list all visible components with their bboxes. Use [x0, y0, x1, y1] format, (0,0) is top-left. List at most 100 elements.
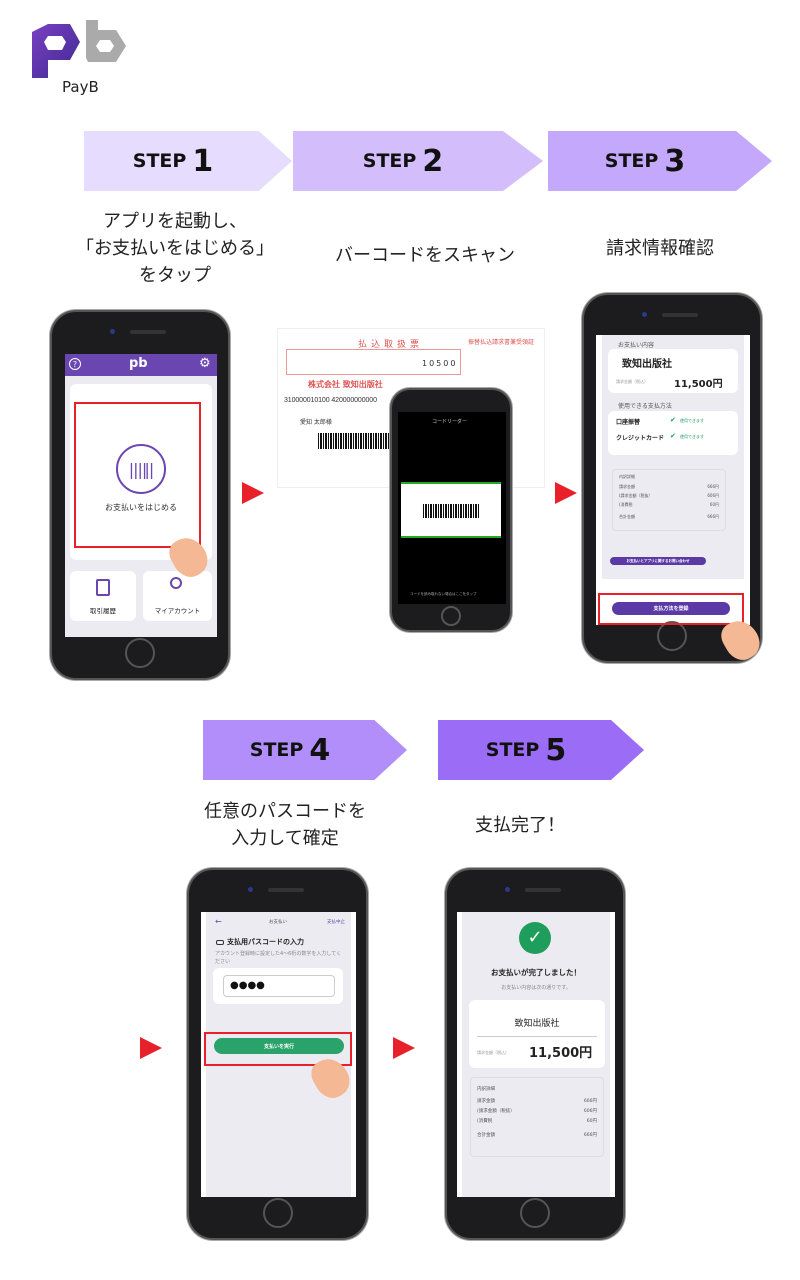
- payb-logo: PayB: [30, 18, 130, 100]
- step-2-caption: バーコードをスキャン: [335, 245, 515, 266]
- detail-key: 合計金額: [619, 514, 635, 519]
- execute-payment-button[interactable]: 支払いを実行: [214, 1038, 344, 1054]
- detail-value: 606円: [583, 1109, 597, 1114]
- detail-row: 請求金額 666円: [619, 484, 719, 490]
- barcode-scan-icon: |||‖|: [116, 444, 166, 494]
- detail-box: 内訳詳細 請求金額 666円 (請求金額（税抜） 606円 (消費税 60円 合計金額…: [612, 469, 726, 531]
- inquiry-button[interactable]: お支払いとアプリに関するお問い合わせ: [610, 557, 706, 565]
- step-number: 3: [664, 143, 686, 179]
- scanned-barcode: [423, 504, 479, 518]
- passcode-description: アカウント登録時に設定した4〜6桁の数字を入力してください: [215, 951, 342, 965]
- next-arrow-icon: [393, 1037, 415, 1059]
- payee-card: 致知出版社 請求金額（税込） 11,500円: [608, 349, 738, 393]
- payment-complete-screen: ✓ お支払いが完了しました！ お支払い内容は次の通りです。 致知出版社 請求金額…: [457, 912, 615, 1197]
- slip-company: 株式会社 致知出版社: [308, 380, 383, 389]
- reader-hint[interactable]: コードを読み取れない場合はここをタップ: [410, 592, 477, 596]
- slip-code: 310000010100 420000000000: [284, 397, 377, 404]
- divider: [477, 1036, 597, 1037]
- step-3-caption: 請求情報確認: [606, 238, 714, 259]
- detail-value: 666円: [583, 1099, 597, 1104]
- speaker: [662, 313, 698, 317]
- pb-logo-mark: [32, 20, 126, 78]
- card-icon: [216, 940, 224, 945]
- settings-gear-icon[interactable]: ⚙: [199, 356, 211, 371]
- billing-info-screen: お支払い内容 致知出版社 請求金額（税込） 11,500円 使用できる支払方法 …: [596, 335, 750, 625]
- start-payment-label: お支払いをはじめる: [105, 503, 177, 512]
- history-button[interactable]: 取引履歴: [70, 571, 136, 621]
- check-icon: ✔: [670, 416, 676, 424]
- next-arrow-icon: [140, 1037, 162, 1059]
- detail-title: 内訳詳細: [477, 1087, 495, 1092]
- detail-value: 606円: [707, 493, 719, 498]
- user-check-icon: [170, 577, 182, 589]
- home-button: [125, 638, 155, 668]
- passcode-input[interactable]: ●●●●: [223, 975, 335, 997]
- scan-frame: [401, 482, 501, 538]
- step-5-caption: 支払完了！: [475, 815, 565, 836]
- phone-step5: ✓ お支払いが完了しました！ お支払い内容は次の通りです。 致知出版社 請求金額…: [445, 868, 625, 1240]
- success-check-icon: ✓: [519, 922, 551, 954]
- back-arrow-icon[interactable]: ←: [215, 917, 222, 926]
- detail-key: 請求金額: [619, 484, 635, 489]
- next-arrow-icon: [555, 482, 577, 504]
- next-arrow-icon: [242, 482, 264, 504]
- step-word: STEP: [362, 150, 417, 172]
- detail-value: 60円: [709, 502, 719, 507]
- content-area: [206, 912, 351, 1197]
- step-number: 1: [192, 143, 214, 179]
- app-header: ? pb ⚙: [65, 354, 217, 376]
- passcode-card: ●●●●: [213, 968, 343, 1004]
- register-payment-method-button[interactable]: 支払方法を登録: [612, 602, 730, 615]
- cancel-payment-link[interactable]: 支払中止: [327, 920, 345, 925]
- slip-barcode: [318, 433, 398, 449]
- help-icon[interactable]: ?: [69, 358, 81, 370]
- phone-step1: ? pb ⚙ |||‖| お支払いをはじめる 取引履歴 マイアカウント: [50, 310, 230, 680]
- detail-title: 内訳詳細: [619, 474, 635, 479]
- step-1-caption: アプリを起動し、 「お支払いをはじめる」 をタップ: [76, 211, 274, 286]
- complete-subtext: お支払い内容は次の通りです。: [501, 985, 571, 991]
- step-word: STEP: [485, 739, 540, 761]
- detail-row: (請求金額（税抜）606円: [477, 1108, 597, 1114]
- speaker: [525, 888, 561, 892]
- home-button: [520, 1198, 550, 1228]
- detail-key: (消費税: [477, 1119, 493, 1124]
- phone-step4: ← お支払い 支払中止 支払用パスコードの入力 アカウント登録時に設定した4〜6…: [187, 868, 368, 1240]
- highlight-frame: [204, 1032, 352, 1066]
- home-button: [262, 1198, 293, 1228]
- account-label: マイアカウント: [154, 607, 201, 615]
- passcode-screen: ← お支払い 支払中止 支払用パスコードの入力 アカウント登録時に設定した4〜6…: [201, 912, 356, 1197]
- slip-amount: 10500: [422, 359, 458, 368]
- camera: [247, 887, 253, 892]
- my-account-button[interactable]: マイアカウント: [143, 571, 212, 621]
- step-word: STEP: [132, 150, 187, 172]
- phone-step2: コードリーダー コードを読み取れない場合はここをタップ: [390, 388, 512, 632]
- screen-title: お支払い: [269, 920, 287, 925]
- step-number: 4: [309, 732, 331, 768]
- amount-value: 11,500円: [674, 379, 723, 390]
- start-payment-card[interactable]: |||‖| お支払いをはじめる: [70, 384, 212, 560]
- detail-row: 請求金額 666円: [477, 1098, 597, 1104]
- methods-card: 口座振替 ✔ 使用できます クレジットカード ✔ 使用できます: [608, 411, 738, 455]
- home-button: [441, 606, 461, 626]
- home-screen: ? pb ⚙ |||‖| お支払いをはじめる 取引履歴 マイアカウント: [65, 354, 217, 637]
- step-word: STEP: [249, 739, 304, 761]
- receipt-icon: [96, 579, 110, 596]
- methods-heading: 使用できる支払方法: [618, 403, 672, 410]
- detail-key: 請求金額: [477, 1099, 495, 1104]
- detail-value: 666円: [583, 1133, 597, 1138]
- slip-receipt-title: 振替払込請求書兼受領証: [468, 339, 535, 346]
- payee-name: 致知出版社: [622, 359, 672, 370]
- detail-key: (消費税: [619, 502, 633, 507]
- code-reader-screen: コードリーダー コードを読み取れない場合はここをタップ: [398, 412, 506, 604]
- detail-key: 合計金額: [477, 1133, 495, 1138]
- detail-key: (請求金額（税抜）: [619, 493, 653, 498]
- amount-label: 請求金額（税込）: [616, 379, 648, 384]
- payee-card: 致知出版社 請求金額（税込） 11,500円: [469, 1000, 605, 1068]
- method-status: 使用できます: [680, 418, 704, 423]
- detail-value: 666円: [707, 484, 719, 489]
- history-label: 取引履歴: [90, 607, 116, 615]
